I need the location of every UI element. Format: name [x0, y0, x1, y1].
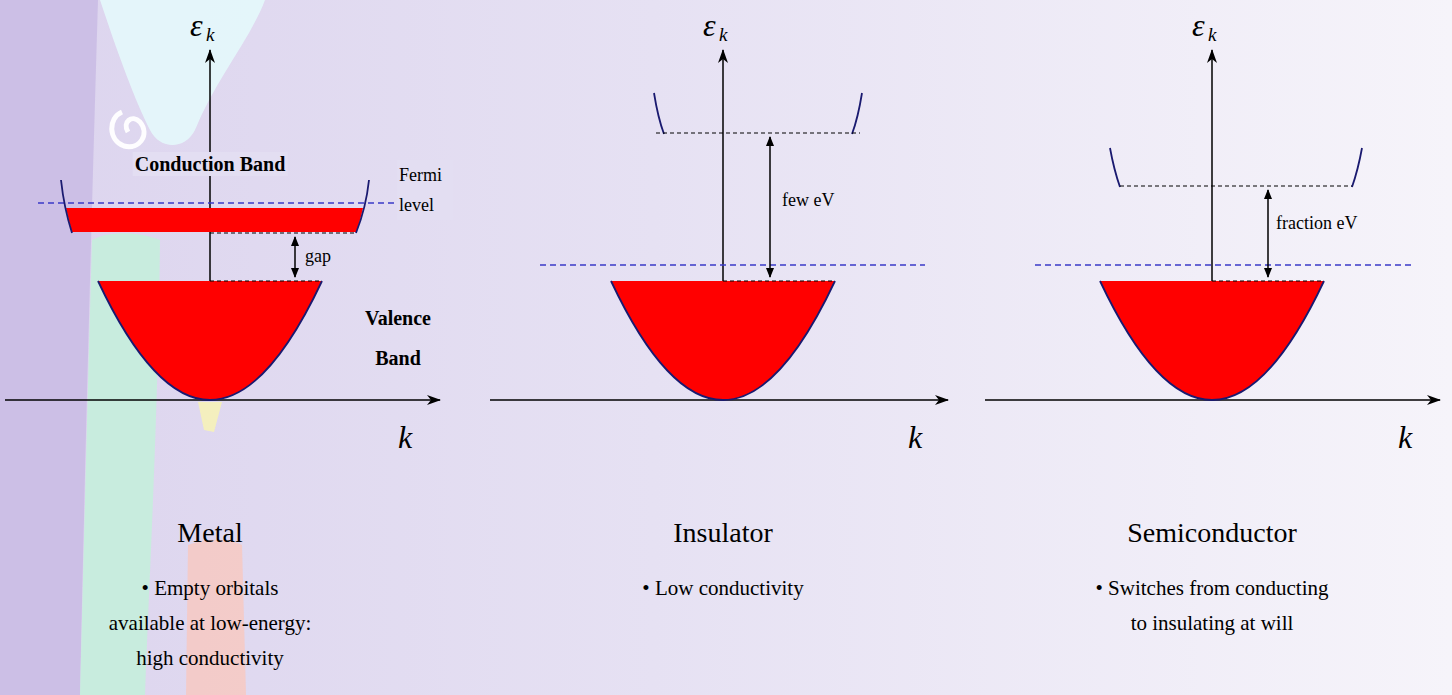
fermi-level-line [38, 202, 440, 203]
gap-arrow [1267, 190, 1269, 277]
conduction-band-curve [61, 180, 72, 233]
band-edge-line [723, 281, 835, 282]
axis-subscript: k [719, 24, 727, 47]
semiconductor-band-diagram [985, 50, 1440, 400]
band-label: Conduction Band [133, 152, 288, 176]
conduction-band-curve [654, 93, 664, 134]
description-text: • Empty orbitals available at low-energy… [104, 571, 316, 676]
axis-label: ε [190, 6, 203, 44]
gap-arrow [769, 137, 771, 277]
description-text: • Switches from conducting to insulating… [1088, 571, 1336, 641]
filled-conduction-band [66, 208, 363, 232]
metal-band-diagram [5, 50, 440, 400]
axis-label: ε [703, 6, 716, 44]
gap-size-label: fraction eV [1276, 213, 1357, 235]
valence-band-fill [1100, 281, 1324, 400]
axis-label: k [908, 418, 922, 456]
description-text: • Low conductivity [642, 571, 803, 606]
axis-subscript: k [206, 24, 214, 47]
fermi-level-label: Fermi level [397, 160, 453, 220]
band-edge-line [1120, 186, 1352, 187]
panel-title: Insulator [673, 516, 773, 550]
panel-title: Metal [177, 516, 242, 550]
momentum-axis [5, 399, 440, 401]
fermi-level-line [1035, 264, 1415, 265]
axis-subscript: k [1208, 24, 1216, 47]
band-edge-line [1212, 281, 1324, 282]
gap-arrow [294, 237, 296, 277]
conduction-band-curve [1352, 148, 1362, 187]
gap-label: gap [305, 246, 331, 268]
band-edge-line [656, 133, 860, 134]
gap-size-label: few eV [782, 190, 834, 212]
band-edge-line [210, 281, 322, 282]
axis-label: k [1398, 418, 1412, 456]
band-edge-line [210, 233, 356, 234]
axis-label: ε [1192, 6, 1205, 44]
conduction-band-curve [852, 93, 862, 134]
band-label: Valence Band [358, 298, 438, 378]
valence-band-fill [611, 281, 835, 400]
valence-band-curve [611, 281, 835, 400]
valence-band-fill [98, 281, 322, 400]
conduction-band-curve [356, 180, 369, 233]
fermi-level-line [540, 264, 925, 265]
insulator-band-diagram [490, 50, 948, 400]
valence-band-curve [98, 281, 322, 400]
panel-title: Semiconductor [1127, 516, 1297, 550]
axis-label: k [398, 418, 412, 456]
conduction-band-curve [1110, 148, 1120, 187]
valence-band-curve [1100, 281, 1324, 400]
